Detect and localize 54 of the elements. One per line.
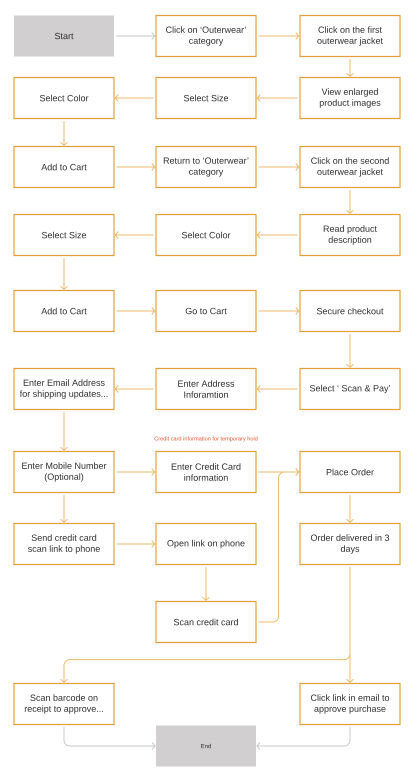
arrow bbox=[116, 468, 156, 476]
process-box: Open link on phone bbox=[155, 522, 257, 566]
process-box: Enter Address Inforamtion bbox=[155, 368, 257, 410]
process-box: Return to ‘Outerwear’ category bbox=[155, 146, 257, 188]
process-box: Click link in email to approve purchase bbox=[299, 682, 401, 726]
process-box: Send credit card scan link to phone bbox=[13, 522, 115, 566]
process-box: Enter Mobile Number (Optional) bbox=[13, 450, 115, 494]
process-box: Select Color bbox=[155, 214, 257, 256]
arrow bbox=[116, 307, 156, 315]
arrow bbox=[202, 566, 210, 601]
process-box: Click on the first outerwear jacket bbox=[299, 14, 401, 58]
process-box: Enter Credit Card information bbox=[155, 450, 257, 494]
arrow bbox=[256, 726, 350, 750]
arrow bbox=[64, 726, 156, 750]
process-box: Place Order bbox=[299, 450, 401, 494]
process-box: Select Size bbox=[155, 76, 257, 120]
arrow bbox=[116, 32, 156, 40]
arrow bbox=[60, 120, 68, 146]
arrow bbox=[258, 163, 300, 171]
process-box: Add to Cart bbox=[13, 146, 115, 188]
arrow bbox=[346, 494, 354, 523]
arrow bbox=[114, 231, 154, 239]
process-box: Select Size bbox=[13, 214, 115, 256]
arrow bbox=[60, 494, 68, 523]
arrow bbox=[256, 231, 298, 239]
arrow bbox=[346, 58, 354, 77]
process-box: Order delivered in 3 days bbox=[299, 522, 401, 566]
process-box: Add to Cart bbox=[13, 290, 115, 332]
start-box: Start bbox=[14, 16, 114, 56]
arrow bbox=[60, 412, 68, 451]
arrow bbox=[256, 385, 298, 393]
process-box: Read product description bbox=[299, 214, 401, 256]
process-box: Select ‘ Scan & Pay’ bbox=[299, 368, 401, 410]
arrow bbox=[258, 468, 300, 622]
process-box: Scan credit card bbox=[155, 600, 257, 644]
arrow bbox=[346, 334, 354, 368]
arrow bbox=[346, 566, 354, 683]
process-box: Click on ‘Outerwear’ category bbox=[155, 14, 257, 58]
arrow bbox=[116, 540, 156, 548]
arrow bbox=[114, 94, 154, 102]
arrow bbox=[60, 258, 68, 290]
arrow bbox=[258, 307, 300, 315]
process-box: Go to Cart bbox=[155, 290, 257, 332]
arrow bbox=[116, 163, 156, 171]
process-box: Secure checkout bbox=[299, 290, 401, 332]
arrow bbox=[346, 190, 354, 214]
arrow bbox=[114, 385, 154, 393]
arrow bbox=[256, 94, 298, 102]
process-box: Select Color bbox=[13, 76, 115, 120]
process-box: View enlarged product images bbox=[299, 76, 401, 120]
process-box: Scan barcode on receipt to approve... bbox=[13, 682, 115, 726]
arrow bbox=[258, 32, 300, 40]
process-box: Click on the second outerwear jacket bbox=[299, 146, 401, 188]
process-box: Enter Email Address for shipping updates... bbox=[13, 368, 115, 410]
